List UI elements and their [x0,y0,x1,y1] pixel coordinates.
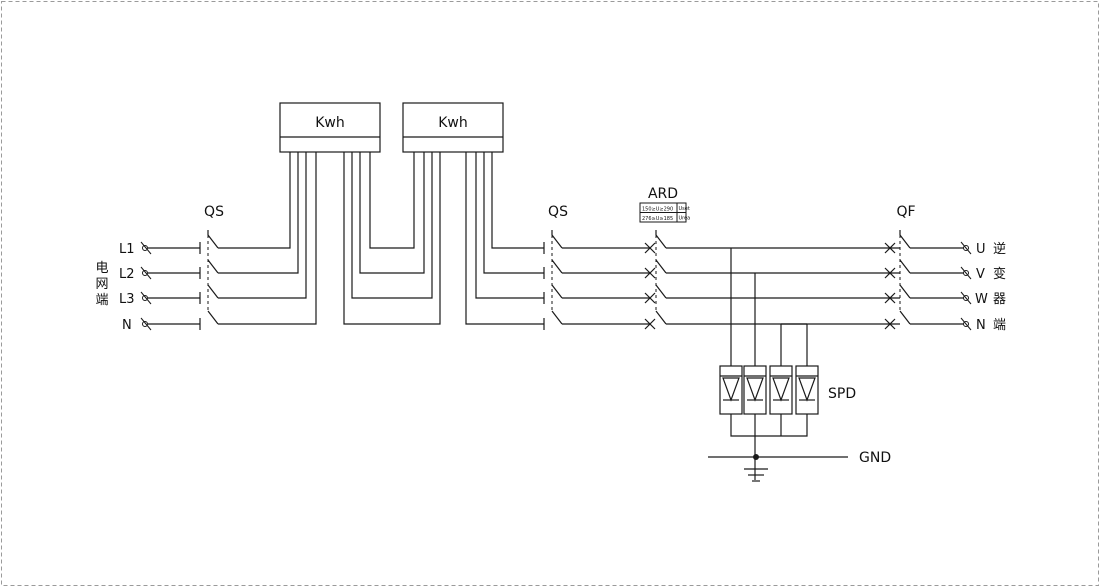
svg-text:L1: L1 [119,242,135,257]
output-phase-labels: U V W N [975,242,988,333]
svg-text:端: 端 [993,318,1006,333]
spd-label: SPD [828,386,856,402]
qs1-switch [199,230,219,330]
svg-text:逆: 逆 [993,241,1006,257]
ground-network [708,414,848,482]
svg-text:Kwh: Kwh [315,115,345,131]
qf-breaker [884,230,911,330]
svg-text:变: 变 [993,266,1006,282]
kwh-meter-1: Kwh [279,102,381,153]
svg-text:网: 网 [95,277,108,292]
svg-text:Uset: Uset [679,206,690,212]
qs1-label: QS [204,204,224,220]
svg-text:端: 端 [95,293,108,308]
input-phase-labels: L1 L2 L3 N [119,242,135,333]
svg-text:电: 电 [95,261,108,276]
ard-label: ARD [648,186,678,202]
wires-meter2-to-qs2 [465,152,544,325]
kwh-meter-2: Kwh [402,102,504,153]
wires-qs1-to-meter1 [218,152,317,325]
grid-side-label: 电 网 端 [95,261,108,308]
svg-text:N: N [976,318,986,333]
svg-text:150≥U≥290: 150≥U≥290 [642,207,673,213]
spd-taps [730,248,808,366]
svg-text:276≥U≥185: 276≥U≥185 [642,216,673,222]
qs2-switch [543,230,563,330]
ground-junction [753,454,759,460]
svg-text:Kwh: Kwh [438,115,468,131]
spd-modules [719,365,819,415]
svg-text:N: N [122,318,132,333]
wires-meter1-to-meter2 [343,152,441,325]
svg-text:器: 器 [993,292,1006,307]
gnd-label: GND [859,450,891,466]
svg-text:L3: L3 [119,292,135,307]
svg-text:Urea: Urea [679,216,691,222]
svg-text:L2: L2 [119,267,135,282]
inverter-side-label: 逆 变 器 端 [993,241,1006,333]
svg-text:W: W [975,292,988,307]
qs2-label: QS [548,204,568,220]
ard-setting-box: 150≥U≥290 276≥U≥185 Uset Urea [639,202,691,223]
ard-contacts [644,230,667,330]
svg-text:V: V [976,267,985,282]
svg-text:U: U [976,242,986,257]
output-terminals [910,241,972,331]
input-terminals [140,241,200,331]
qf-label: QF [896,204,915,220]
